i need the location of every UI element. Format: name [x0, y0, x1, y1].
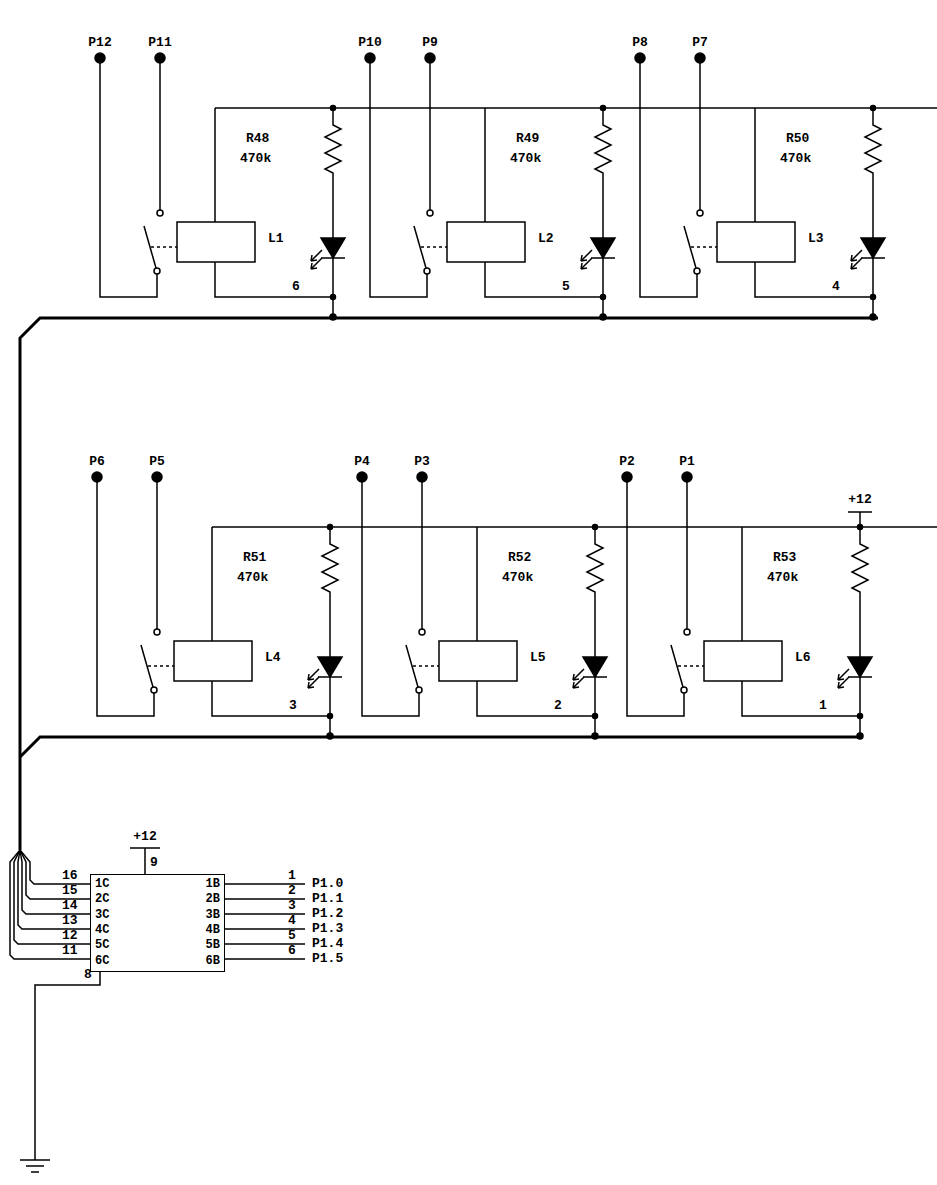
relay-lamp-unit	[357, 472, 607, 739]
wire-number: 3	[288, 899, 296, 913]
wire-number: 1	[288, 869, 296, 883]
terminal-name: P7	[692, 36, 708, 50]
wire-number: 1	[819, 699, 827, 713]
terminal-name: P5	[149, 455, 165, 469]
terminal-name: P11	[148, 36, 171, 50]
pin-name: 5B	[206, 938, 220, 953]
pin-number: 12	[62, 929, 78, 943]
pin-number: 11	[62, 944, 78, 958]
wire-number: 3	[289, 699, 297, 713]
pin-name: 1B	[206, 877, 220, 892]
wire-number: 6	[292, 280, 300, 294]
resistor-value: 470k	[780, 152, 811, 166]
port-pin: P1.3	[312, 922, 343, 936]
port-pin: P1.0	[312, 877, 343, 891]
pin-name: 6B	[206, 954, 220, 969]
pin-number: 14	[62, 899, 78, 913]
port-pin: P1.4	[312, 937, 343, 951]
wire-number: 5	[562, 280, 570, 294]
terminal-name: P3	[414, 455, 430, 469]
terminal-name: P10	[358, 36, 381, 50]
terminal-name: P6	[89, 455, 105, 469]
resistor-name: R52	[508, 551, 531, 565]
terminal-name: P1	[679, 455, 695, 469]
pin-name: 6C	[95, 954, 109, 969]
terminal-name: P8	[632, 36, 648, 50]
port-pin: P1.1	[312, 892, 343, 906]
relay-lamp-unit	[95, 53, 345, 320]
relay-lamp-unit	[365, 53, 615, 320]
driver-ic: 1C 1B 2C 2B 3C 3B 4C 4B 5C 5B 6C 6B	[90, 874, 225, 972]
pin-name: 2C	[95, 892, 109, 907]
resistor-value: 470k	[240, 152, 271, 166]
resistor-value: 470k	[510, 152, 541, 166]
pin-name: 1C	[95, 877, 109, 892]
pin-name: 4B	[206, 923, 220, 938]
resistor-name: R48	[246, 132, 269, 146]
wire-number: 2	[288, 884, 296, 898]
resistor-name: R51	[243, 551, 266, 565]
driver-wiring	[10, 848, 305, 1172]
resistor-name: R49	[516, 132, 539, 146]
wire-number: 6	[288, 944, 296, 958]
lamp-name: L2	[538, 232, 554, 246]
relay-lamp-unit	[622, 472, 872, 739]
lamp-name: L1	[268, 232, 284, 246]
port-pin: P1.5	[312, 952, 343, 966]
wire-number: 5	[288, 929, 296, 943]
resistor-name: R50	[786, 132, 809, 146]
supply-label: +12	[133, 830, 156, 844]
supply-label: +12	[848, 493, 871, 507]
relay-lamp-unit	[635, 53, 885, 320]
resistor-value: 470k	[237, 571, 268, 585]
lamp-name: L4	[265, 651, 281, 665]
pin-number: 9	[150, 856, 158, 870]
pin-number: 15	[62, 884, 78, 898]
wire-number: 4	[832, 280, 840, 294]
resistor-value: 470k	[767, 571, 798, 585]
terminal-name: P4	[354, 455, 370, 469]
pin-name: 2B	[206, 892, 220, 907]
pin-name: 4C	[95, 923, 109, 938]
port-pin: P1.2	[312, 907, 343, 921]
resistor-name: R53	[773, 551, 796, 565]
pin-name: 3C	[95, 908, 109, 923]
wire-bundle	[20, 318, 878, 850]
lamp-name: L3	[808, 232, 824, 246]
wire-number: 4	[288, 914, 296, 928]
wire-number: 2	[554, 699, 562, 713]
lamp-name: L5	[530, 651, 546, 665]
pin-name: 3B	[206, 908, 220, 923]
terminal-name: P12	[88, 36, 111, 50]
terminal-name: P9	[422, 36, 438, 50]
pin-number: 13	[62, 914, 78, 928]
pin-name: 5C	[95, 938, 109, 953]
relay-lamp-unit	[92, 472, 342, 739]
resistor-value: 470k	[502, 571, 533, 585]
pin-number: 8	[84, 968, 92, 982]
terminal-name: P2	[619, 455, 635, 469]
pin-number: 16	[62, 869, 78, 883]
lamp-name: L6	[795, 651, 811, 665]
